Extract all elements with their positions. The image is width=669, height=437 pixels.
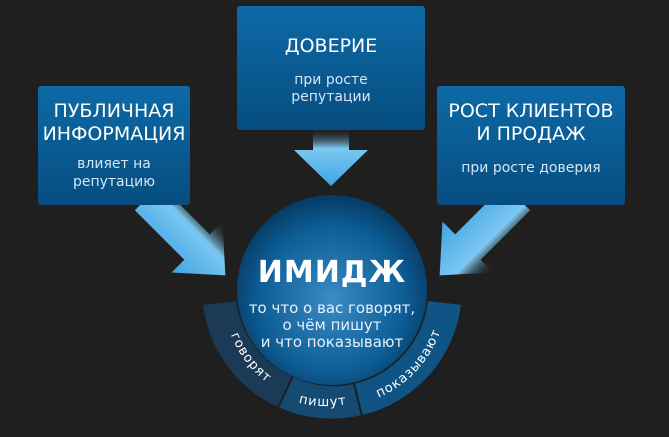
box-client-growth: РОСТ КЛИЕНТОВ И ПРОДАЖ при росте доверия [437,86,625,205]
box-subtitle: при росте доверия [461,160,600,176]
arrow-right [439,184,531,276]
box-public-info: ПУБЛИЧНАЯ ИНФОРМАЦИЯ влияет на репутацию [38,86,190,205]
ring-segment-pokazyvayut [352,298,464,418]
box-subtitle: репутацию [73,174,155,190]
center-title: ИМИДЖ [258,255,407,290]
segment-label-pishut: пишут [298,392,348,410]
center-subtitle: о чём пишут [282,316,381,334]
center-subtitle: и что показывают [261,333,404,351]
box-trust: ДОВЕРИЕ при росте репутации [237,6,425,130]
box-title: ПУБЛИЧНАЯ [54,100,175,122]
box-subtitle: репутации [291,89,370,105]
image-circle: ИМИДЖ то что о вас говорят, о чём пишут … [237,195,427,385]
box-subtitle: при росте [294,72,368,88]
box-title: И ПРОДАЖ [476,123,586,145]
arrow-top [294,128,368,186]
box-subtitle: влияет на [77,156,151,172]
center-subtitle: то что о вас говорят, [249,299,415,317]
arrow-left [134,184,226,276]
box-title: РОСТ КЛИЕНТОВ [448,100,613,122]
box-title: ИНФОРМАЦИЯ [43,123,186,145]
box-title: ДОВЕРИЕ [285,35,378,57]
